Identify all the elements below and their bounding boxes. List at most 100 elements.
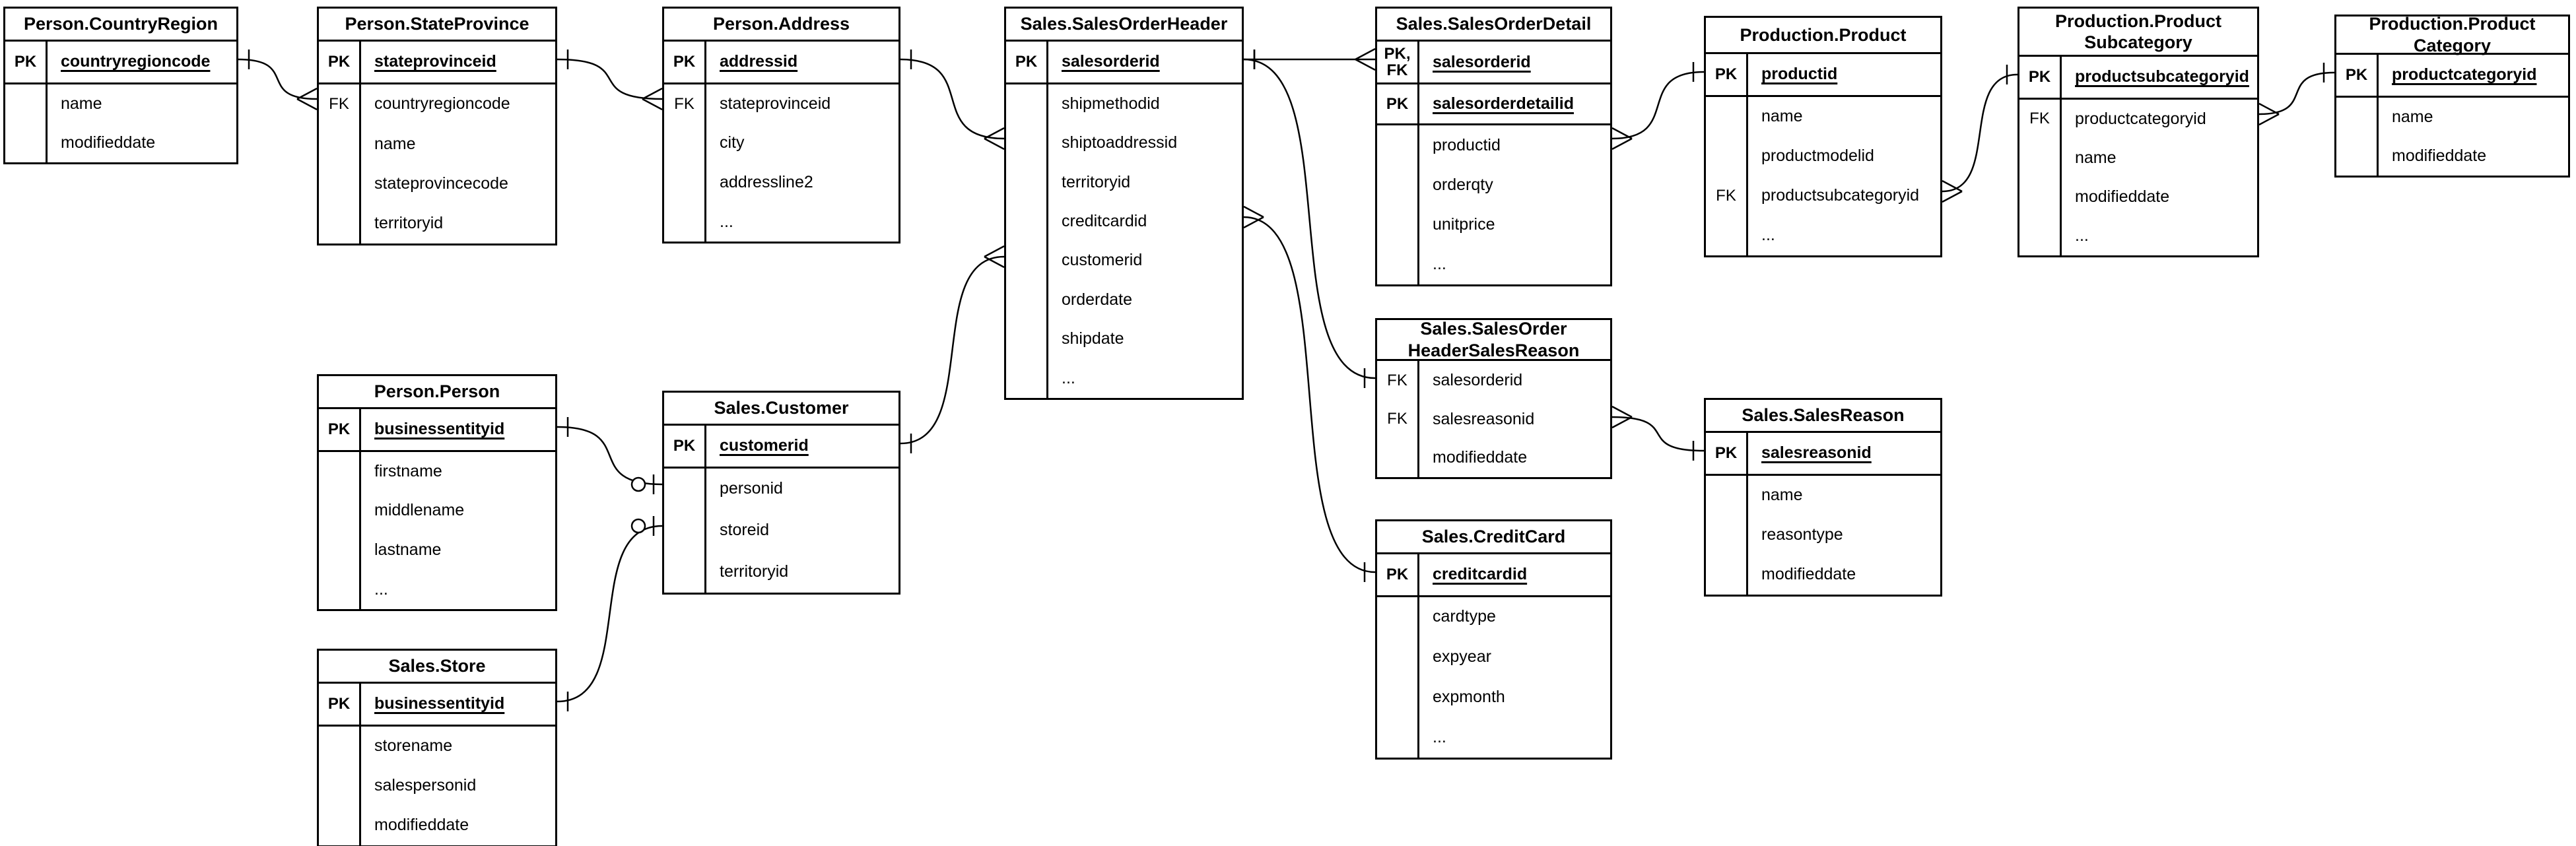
relationship-wire[interactable] xyxy=(900,58,1005,140)
key-label: PK xyxy=(5,42,48,82)
field-row: name xyxy=(1706,96,1940,137)
relationship-product-to-salesorderdetail[interactable] xyxy=(1611,62,1705,150)
key-spacer xyxy=(1377,597,1419,637)
field-row: ... xyxy=(2019,216,2257,255)
table-title: Person.Person xyxy=(319,376,555,409)
field-row: city xyxy=(664,123,898,163)
cardinality-marker-line xyxy=(984,137,1005,150)
field-name: salespersonid xyxy=(374,776,477,795)
field-row: productid xyxy=(1377,125,1610,166)
cardinality-marker-line xyxy=(1611,127,1633,140)
relationship-person-to-customer[interactable] xyxy=(557,417,663,494)
relationship-wire[interactable] xyxy=(238,58,318,100)
field-name: customerid xyxy=(1062,251,1143,270)
field-name: personid xyxy=(720,479,783,498)
relationship-wire[interactable] xyxy=(1243,58,1376,379)
key-label: PK xyxy=(1377,554,1419,595)
field-name: modifieddate xyxy=(61,133,156,152)
key-spacer xyxy=(319,203,361,244)
relationship-subcategory-to-product[interactable] xyxy=(1942,65,2018,203)
key-label: FK xyxy=(1377,399,1419,439)
key-spacer xyxy=(1377,125,1419,166)
relationship-wire[interactable] xyxy=(900,255,1005,445)
field-row: name xyxy=(5,84,236,123)
relationship-address-to-salesorderheader[interactable] xyxy=(900,49,1005,150)
field-row: orderqty xyxy=(1377,165,1610,205)
field-row: shipdate xyxy=(1006,319,1242,359)
key-spacer xyxy=(1006,84,1048,123)
relationship-wire[interactable] xyxy=(1243,216,1376,573)
field-name: salesreasonid xyxy=(1761,443,1872,463)
relationship-salesorderheader-to-salesreason-link[interactable] xyxy=(1243,49,1376,388)
key-spacer xyxy=(1006,201,1048,242)
relationship-customer-to-salesorderheader[interactable] xyxy=(900,245,1005,453)
relationship-category-to-subcategory[interactable] xyxy=(2258,63,2335,126)
relationship-salesorderheader-to-detail[interactable] xyxy=(1244,48,1376,71)
field-name: name xyxy=(2075,148,2117,167)
key-label: PK xyxy=(664,42,706,82)
field-row: modifieddate xyxy=(1377,438,1610,478)
cardinality-marker-line xyxy=(984,245,1005,258)
relationship-wire[interactable] xyxy=(557,426,663,486)
key-label: PK xyxy=(664,426,706,467)
relationship-countryregion-to-stateprovince[interactable] xyxy=(238,49,318,111)
field-name: ... xyxy=(1433,255,1446,274)
relationship-wire[interactable] xyxy=(1611,71,1705,140)
key-spacer xyxy=(1006,241,1048,280)
relationship-wire[interactable] xyxy=(557,58,663,100)
field-name: firstname xyxy=(374,461,442,480)
field-name: name xyxy=(374,134,416,153)
relationship-wire[interactable] xyxy=(1611,416,1705,452)
key-spacer xyxy=(1006,162,1048,202)
field-name: cardtype xyxy=(1433,607,1496,626)
relationship-store-to-customer[interactable] xyxy=(557,516,663,711)
key-label: PK xyxy=(1706,433,1748,474)
field-name: productsubcategoryid xyxy=(2075,67,2249,86)
field-name: creditcardid xyxy=(1433,565,1528,584)
relationship-creditcard-to-salesorderheader[interactable] xyxy=(1243,205,1376,582)
field-name: storename xyxy=(374,736,453,756)
key-label: PK xyxy=(2019,57,2062,98)
key-spacer xyxy=(1706,215,1748,255)
cardinality-marker-line xyxy=(2258,113,2280,126)
key-spacer xyxy=(1377,717,1419,758)
table-title: Sales.SalesOrderDetail xyxy=(1377,9,1610,42)
field-name: ... xyxy=(2075,226,2089,245)
relationship-stateprovince-to-address[interactable] xyxy=(557,49,663,111)
relationship-wire[interactable] xyxy=(1942,73,2018,193)
relationship-salesreason-to-link[interactable] xyxy=(1611,405,1705,461)
table-title: Sales.Store xyxy=(319,651,555,684)
key-spacer xyxy=(2019,138,2062,178)
cardinality-marker-line xyxy=(984,127,1005,140)
field-name: productid xyxy=(1761,65,1838,84)
field-row: middlename xyxy=(319,491,555,531)
relationship-wire[interactable] xyxy=(557,525,663,703)
field-name: city xyxy=(720,133,745,152)
key-spacer xyxy=(1706,475,1748,515)
